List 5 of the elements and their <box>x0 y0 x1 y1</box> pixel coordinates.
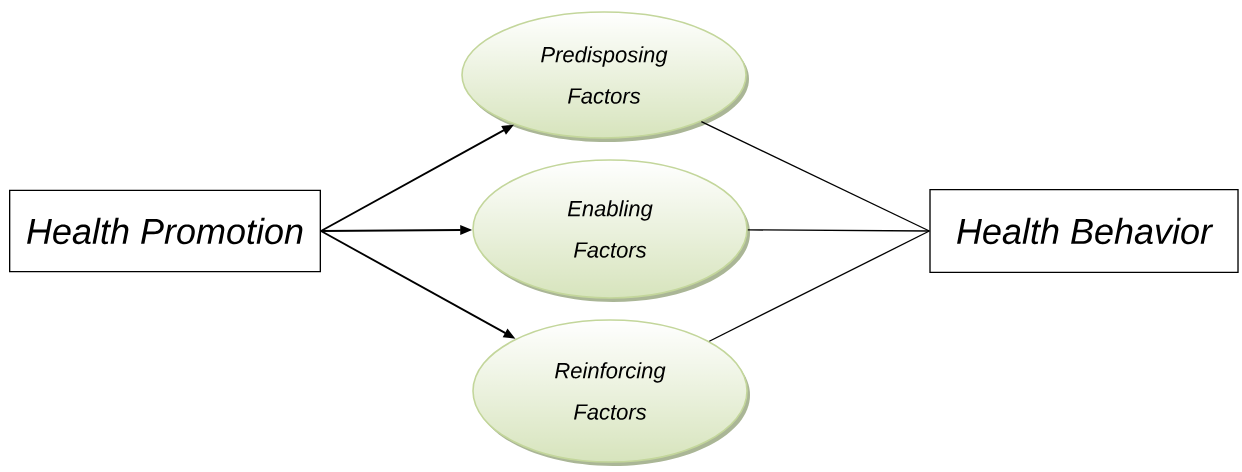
connector-line <box>700 121 930 232</box>
connector-line <box>747 229 930 232</box>
text-box: Health Promotion <box>9 189 321 273</box>
connector-line <box>708 230 930 342</box>
text-box: Health Behavior <box>929 189 1239 273</box>
